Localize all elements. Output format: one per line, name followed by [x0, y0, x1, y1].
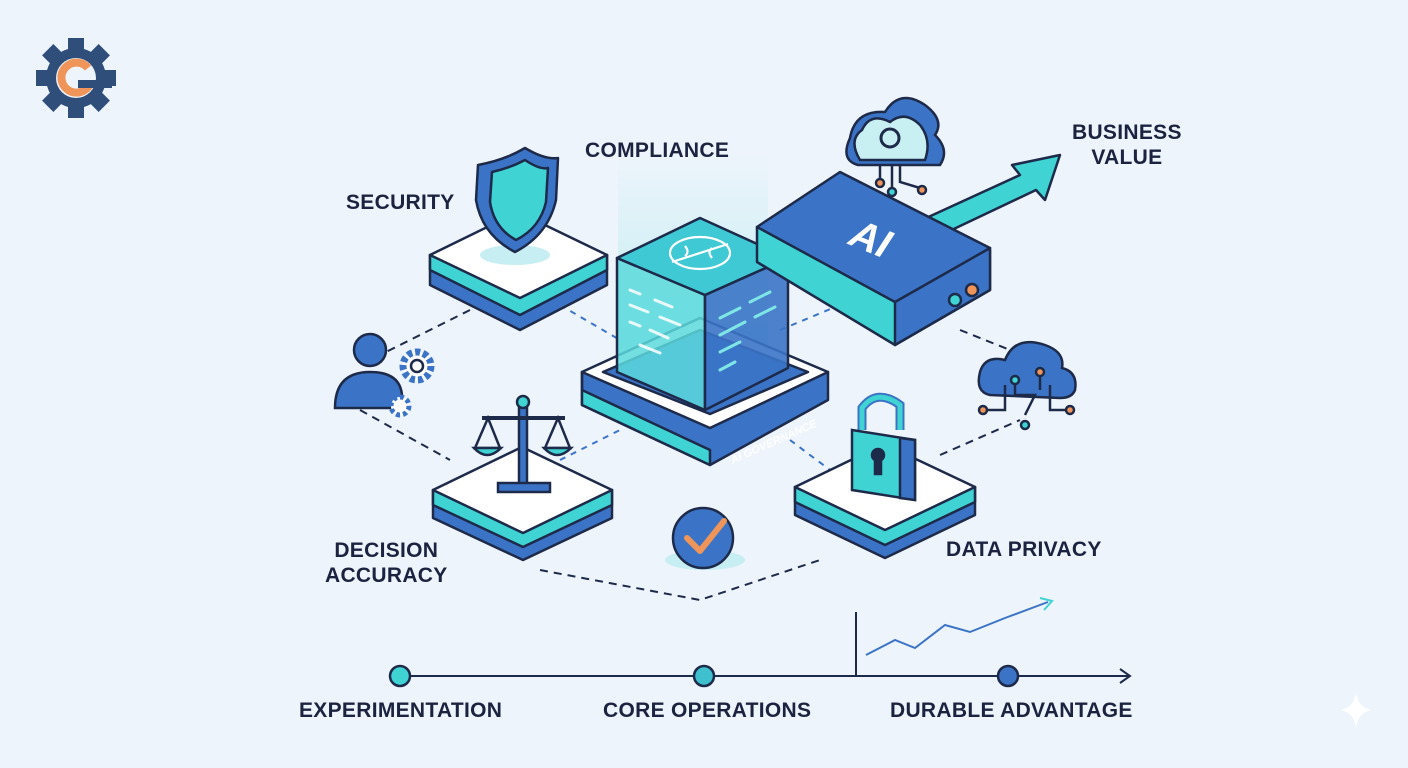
business-value-label: BUSINESS VALUE	[1072, 120, 1182, 170]
decision-accuracy-line-2: ACCURACY	[325, 564, 448, 587]
timeline-node-core-operations	[692, 664, 716, 688]
padlock-icon	[850, 392, 917, 502]
ai-box	[755, 170, 992, 347]
timeline-stage-core-operations: CORE OPERATIONS	[603, 699, 812, 722]
decision-accuracy-line-1: DECISION	[334, 539, 439, 562]
person-gears-icon	[333, 332, 435, 418]
gear-g-logo	[36, 38, 116, 118]
ai-governance-core	[580, 150, 830, 467]
business-value-line-2: VALUE	[1091, 146, 1163, 169]
cloud-gear-icon	[845, 96, 946, 198]
growth-trend-chart	[855, 597, 1054, 676]
cloud-network-icon	[977, 340, 1077, 431]
timeline-node-durable-advantage	[996, 664, 1020, 688]
brain-icon	[668, 235, 732, 271]
data-privacy-platform	[793, 442, 977, 560]
business-value-line-1: BUSINESS	[1072, 121, 1182, 144]
timeline-stage-durable-advantage: DURABLE ADVANTAGE	[890, 699, 1133, 722]
data-privacy-label: DATA PRIVACY	[946, 538, 1102, 561]
checkmark-icon	[665, 506, 745, 570]
shield-icon	[474, 146, 560, 265]
sparkle-icon	[1340, 692, 1372, 728]
compliance-label: COMPLIANCE	[585, 139, 730, 162]
security-label: SECURITY	[346, 191, 455, 214]
timeline-node-experimentation	[388, 664, 412, 688]
decision-accuracy-label: DECISION ACCURACY	[325, 538, 448, 588]
timeline	[388, 664, 1132, 688]
connector-lines	[359, 309, 1021, 602]
timeline-stage-experimentation: EXPERIMENTATION	[299, 699, 503, 722]
scales-of-justice-icon	[471, 394, 575, 494]
